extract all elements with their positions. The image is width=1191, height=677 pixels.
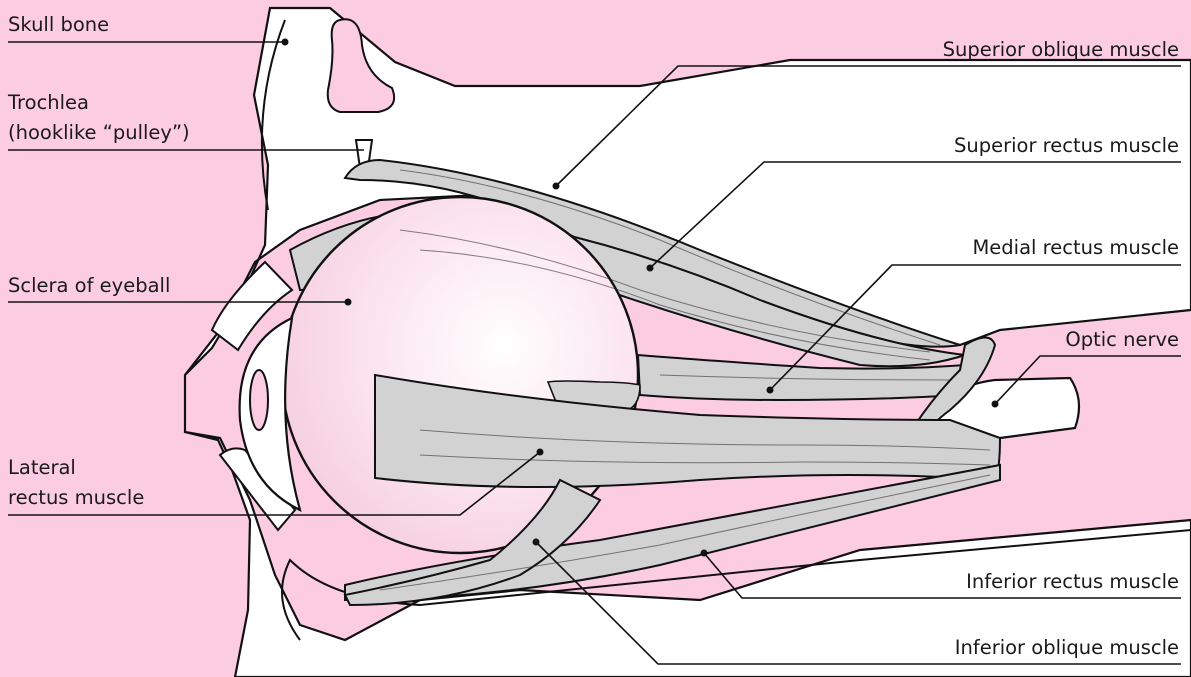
label-trochlea-line2: (hooklike “pulley”) xyxy=(8,121,190,145)
label-skull-bone: Skull bone xyxy=(8,13,109,37)
pupil xyxy=(250,370,268,430)
label-sclera: Sclera of eyeball xyxy=(8,274,170,298)
label-inferior-rectus: Inferior rectus muscle xyxy=(966,570,1179,594)
label-lateral-line2: rectus muscle xyxy=(8,486,144,510)
label-lateral-line1: Lateral xyxy=(8,456,76,480)
label-superior-rectus: Superior rectus muscle xyxy=(954,134,1179,158)
label-optic-nerve: Optic nerve xyxy=(1065,328,1179,352)
label-trochlea-line1: Trochlea xyxy=(8,91,89,115)
label-inferior-oblique: Inferior oblique muscle xyxy=(955,636,1179,660)
label-medial-rectus: Medial rectus muscle xyxy=(972,236,1179,260)
label-superior-oblique: Superior oblique muscle xyxy=(943,38,1179,62)
